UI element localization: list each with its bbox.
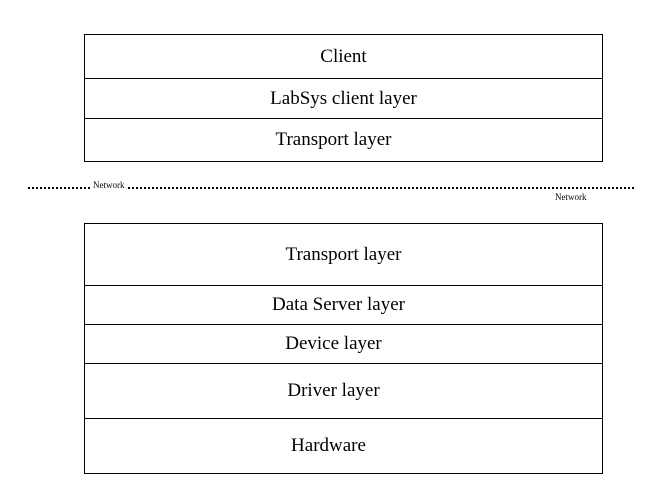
server-transport-layer: Transport layer (85, 224, 602, 285)
server-divider-3 (85, 363, 602, 364)
network-label-left: Network (92, 180, 126, 190)
server-divider-2 (85, 324, 602, 325)
labsys-client-layer-label: LabSys client layer (270, 87, 417, 109)
driver-layer-label: Driver layer (287, 380, 380, 401)
client-layer-label: Client (320, 45, 367, 67)
server-divider-1 (85, 285, 602, 286)
client-transport-layer: Transport layer (85, 119, 602, 160)
device-layer-label: Device layer (285, 333, 382, 354)
server-transport-layer-label: Transport layer (285, 243, 402, 265)
device-layer: Device layer (85, 325, 602, 363)
client-divider-2 (85, 118, 602, 119)
data-server-layer-label: Data Server layer (272, 294, 405, 315)
driver-layer: Driver layer (85, 364, 602, 418)
client-divider-1 (85, 78, 602, 79)
hardware-layer: Hardware (85, 419, 602, 472)
hardware-layer-label: Hardware (291, 434, 366, 456)
data-server-layer: Data Server layer (85, 286, 602, 324)
server-divider-4 (85, 418, 602, 419)
labsys-client-layer: LabSys client layer (85, 79, 602, 118)
server-stack: Transport layer Data Server layer Device… (84, 223, 603, 474)
client-transport-layer-label: Transport layer (275, 128, 392, 150)
network-label-right: Network (554, 192, 588, 202)
client-layer: Client (85, 35, 602, 78)
network-boundary-line (28, 187, 634, 189)
client-stack: Client LabSys client layer Transport lay… (84, 34, 603, 162)
